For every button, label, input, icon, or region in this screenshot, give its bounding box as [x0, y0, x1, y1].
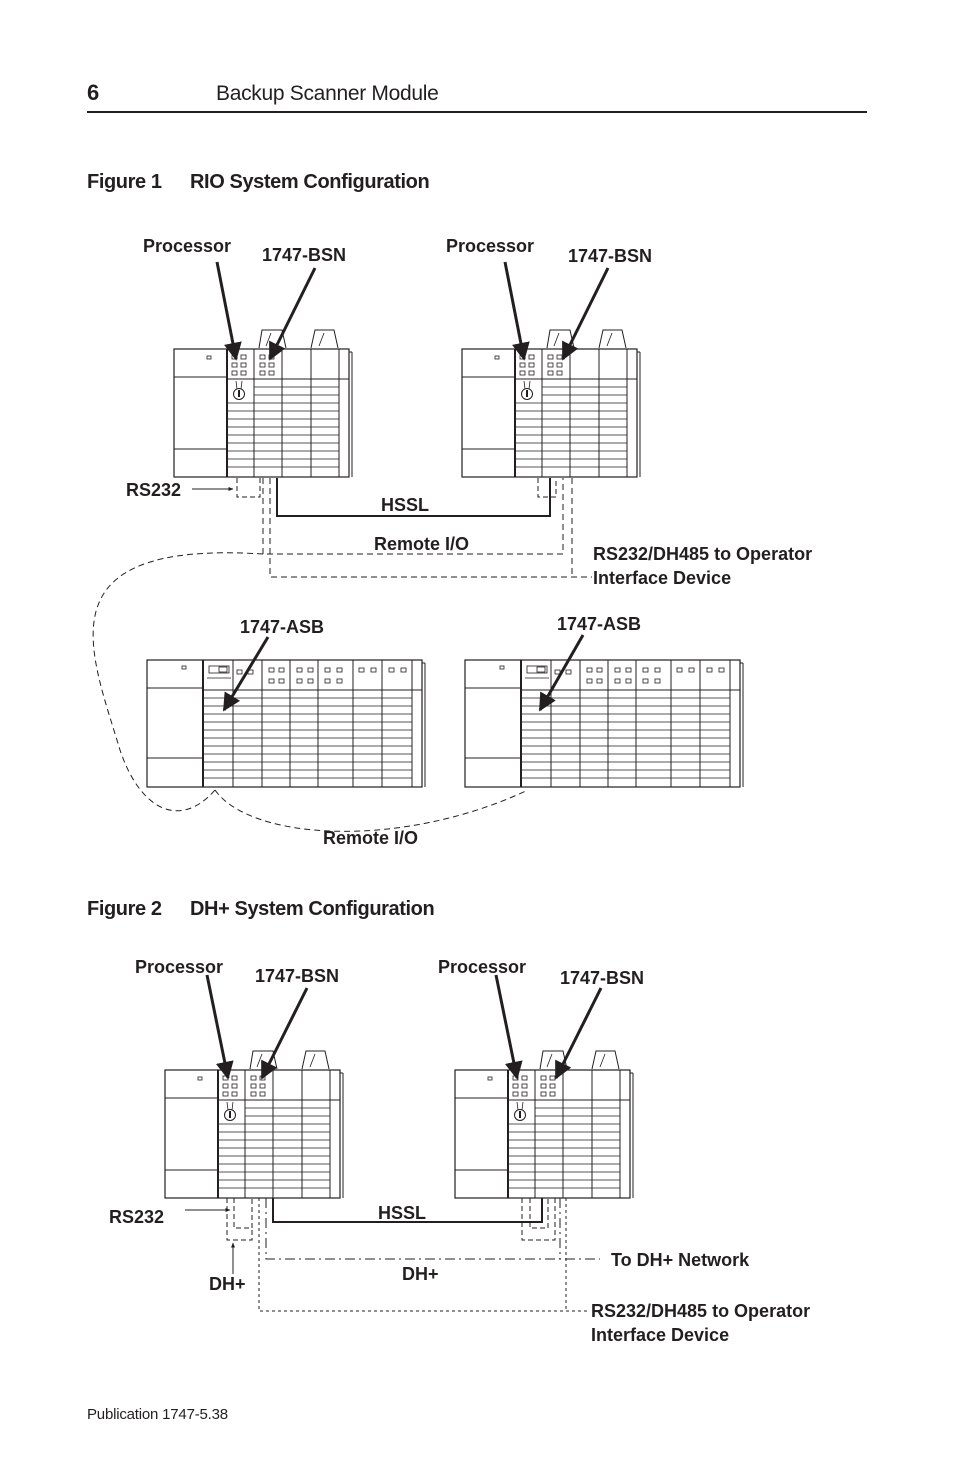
f1-arrow-bsn-left — [268, 267, 317, 361]
page-number: 6 — [87, 80, 100, 105]
f2-arrow-processor-right — [494, 974, 523, 1080]
f1-label-bsn-left: 1747-BSN — [262, 245, 346, 265]
figure-2-number: Figure 2 — [87, 898, 162, 920]
f1-arrow-processor-left — [215, 261, 242, 361]
f1-label-remote-io-top: Remote I/O — [374, 534, 469, 554]
f2-label-processor-left: Processor — [135, 957, 223, 977]
f1-remote-chassis-right — [464, 659, 744, 788]
f1-arrow-processor-right — [503, 261, 530, 361]
f1-processor-chassis-left — [173, 329, 353, 478]
f1-label-operator-line2: Interface Device — [593, 568, 731, 588]
running-header-title: Backup Scanner Module — [216, 82, 439, 105]
f1-processor-chassis-right — [461, 329, 641, 478]
f1-label-operator-line1: RS232/DH485 to Operator — [593, 544, 812, 564]
publication-footer: Publication 1747-5.38 — [87, 1406, 228, 1423]
figure-2-title: DH+ System Configuration — [190, 898, 435, 920]
figure-1-caption: Figure 1 RIO System Configuration — [87, 171, 430, 194]
f1-label-hssl: HSSL — [381, 495, 429, 515]
f2-label-rs232: RS232 — [109, 1207, 164, 1227]
f2-arrow-processor-left — [205, 974, 234, 1080]
f1-rs232-port-left — [236, 478, 261, 498]
f1-label-asb-right: 1747-ASB — [557, 614, 641, 634]
f2-operator-interface-link — [258, 1198, 588, 1312]
f1-label-asb-left: 1747-ASB — [240, 617, 324, 637]
f1-rs232-port-right — [537, 478, 557, 498]
f2-dh-plus-network-link — [265, 1198, 600, 1260]
figure-1-title: RIO System Configuration — [190, 171, 430, 193]
f2-processor-chassis-right — [454, 1050, 634, 1199]
f2-label-dh-plus-left: DH+ — [209, 1274, 246, 1294]
f1-remote-chassis-left — [146, 659, 426, 788]
f1-label-processor-right: Processor — [446, 236, 534, 256]
f1-arrow-asb-right — [538, 634, 585, 712]
f1-remote-io-link — [262, 478, 564, 555]
f2-label-bsn-right: 1747-BSN — [560, 968, 644, 988]
f2-label-dh-plus-mid: DH+ — [402, 1264, 439, 1284]
f1-arrow-asb-left — [222, 636, 270, 712]
f2-label-operator-line2: Interface Device — [591, 1325, 729, 1345]
f2-hssl-cable — [272, 1198, 543, 1223]
f2-label-bsn-left: 1747-BSN — [255, 966, 339, 986]
f2-arrow-bsn-right — [554, 987, 603, 1080]
f1-operator-interface-link — [269, 478, 592, 578]
f2-arrow-bsn-left — [260, 987, 309, 1080]
f1-label-processor-left: Processor — [143, 236, 231, 256]
f2-label-hssl: HSSL — [378, 1203, 426, 1223]
header-rule — [87, 111, 867, 113]
f1-label-rs232: RS232 — [126, 480, 181, 500]
f1-label-bsn-right: 1747-BSN — [568, 246, 652, 266]
f1-label-remote-io-bottom: Remote I/O — [323, 828, 418, 848]
f1-hssl-cable — [276, 478, 551, 517]
f2-label-processor-right: Processor — [438, 957, 526, 977]
figure-1-number: Figure 1 — [87, 171, 162, 193]
f2-processor-chassis-left — [164, 1050, 344, 1199]
figure-2-caption: Figure 2 DH+ System Configuration — [87, 898, 435, 921]
f2-ports-left — [226, 1198, 253, 1241]
f1-remote-io-loop — [92, 552, 529, 832]
f2-ports-right — [521, 1198, 556, 1241]
f2-label-to-dh-network: To DH+ Network — [611, 1250, 750, 1270]
f1-arrow-bsn-right — [561, 267, 610, 361]
f2-label-operator-line1: RS232/DH485 to Operator — [591, 1301, 810, 1321]
